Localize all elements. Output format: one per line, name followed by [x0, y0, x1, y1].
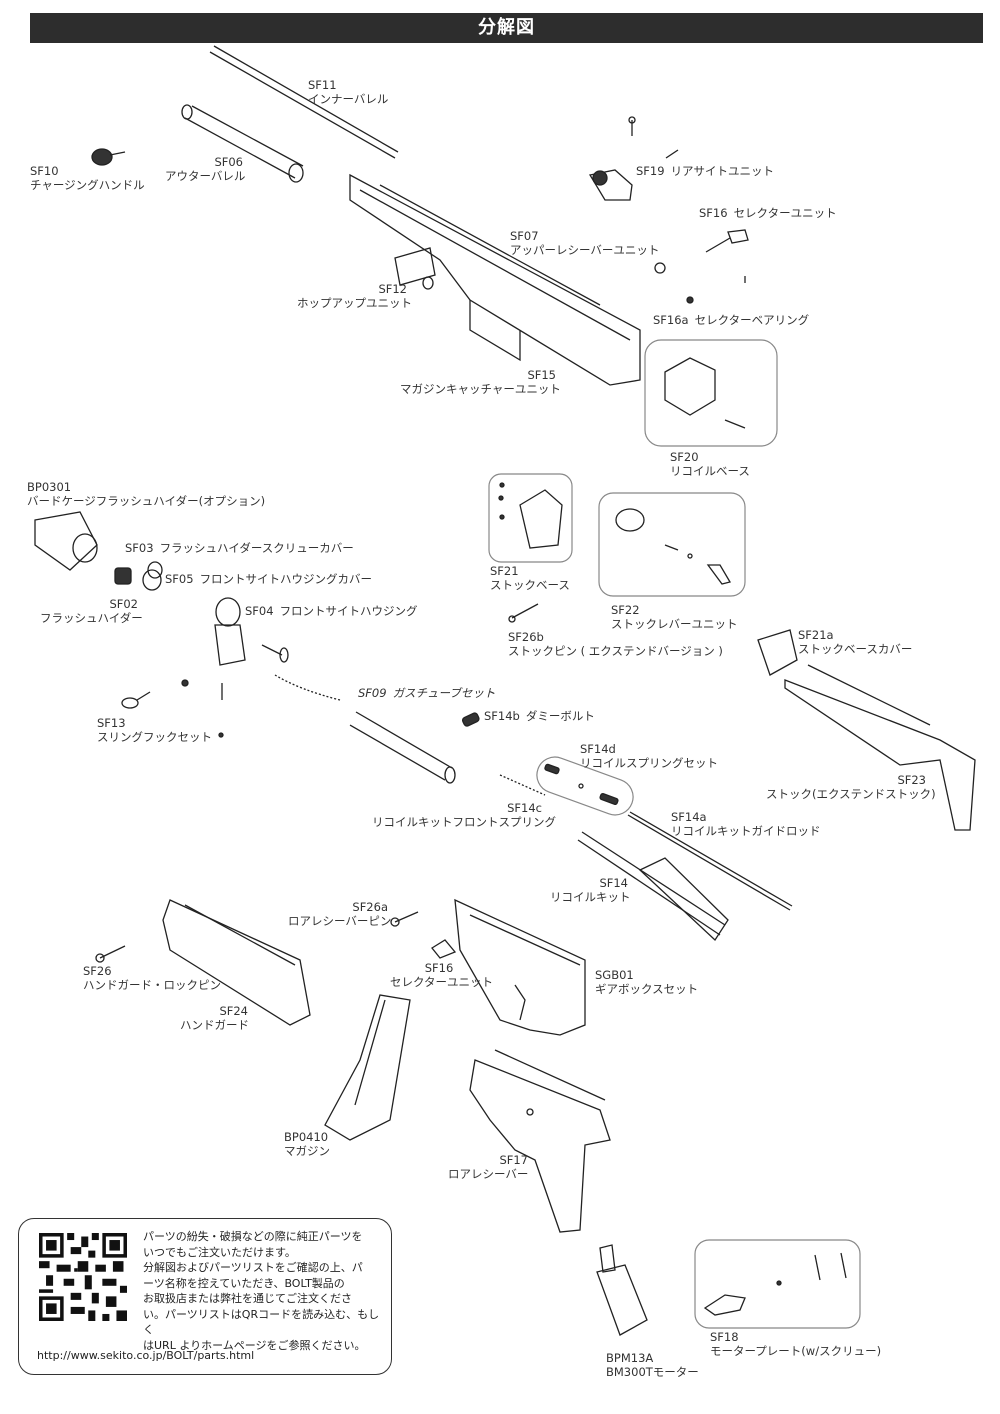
stock-base-part [498, 482, 563, 549]
recoil-kit-part [577, 831, 729, 942]
notice-line: パーツの紛失・破損などの際に純正パーツを [143, 1230, 363, 1243]
selector-part [654, 229, 749, 304]
birdcage-flash-hider-part [34, 511, 98, 571]
stock-part [757, 629, 976, 831]
motor-part [596, 1244, 648, 1336]
selector-lower-part [431, 939, 457, 959]
notice-line: はURL よりホームページをご参照ください。 [143, 1338, 366, 1352]
lower-receiver-pin-part [390, 911, 419, 927]
guide-rod-part [627, 811, 793, 911]
outer-barrel-part [181, 104, 304, 183]
gearbox-part [454, 898, 586, 1036]
notice-text: パーツの紛失・破損などの際に純正パーツを いつでもご注文いただけます。 分解図お… [143, 1229, 383, 1353]
notice-line: 分解図およびパーツリストをご確認の上、パ [143, 1261, 363, 1274]
hopup-part [394, 247, 436, 290]
rear-sight-part [588, 116, 679, 201]
stock-pin-part [508, 603, 539, 623]
qr-code-icon[interactable] [39, 1233, 127, 1321]
magazine-part [324, 994, 411, 1141]
inner-barrel-part [209, 45, 399, 159]
sling-hook-part [121, 679, 224, 738]
front-sight-housing-part [214, 597, 289, 666]
handguard-part [162, 899, 311, 1026]
recoil-spring-set-part [536, 756, 634, 816]
notice-line: い。パーツリストはQRコードを読み込む、もしく [143, 1307, 380, 1337]
gas-tube-part [274, 674, 456, 784]
recoil-base-part [664, 357, 746, 429]
page-title: 分解図 [30, 13, 983, 43]
notice-line: いつでもご注文いただけます。 [143, 1245, 296, 1259]
stock-lever-part [615, 508, 732, 585]
front-spring-part [499, 774, 546, 796]
flash-hider-part [114, 561, 163, 591]
lower-receiver-part [469, 1049, 611, 1233]
motor-plate-part [703, 1252, 847, 1316]
notice-line: ーツ名称を控えていただき、BOLT製品の [143, 1276, 345, 1290]
handguard-lock-pin-part [95, 945, 126, 963]
parts-order-notice: パーツの紛失・破損などの際に純正パーツを いつでもご注文いただけます。 分解図お… [18, 1218, 392, 1375]
parts-url-link[interactable]: http://www.sekito.co.jp/BOLT/parts.html [37, 1349, 255, 1362]
upper-receiver-part [349, 173, 641, 386]
charging-handle-part [91, 148, 126, 166]
dummy-bolt-part [461, 712, 480, 727]
notice-line: お取扱店または弊社を通じてご注文くださ [143, 1292, 352, 1305]
